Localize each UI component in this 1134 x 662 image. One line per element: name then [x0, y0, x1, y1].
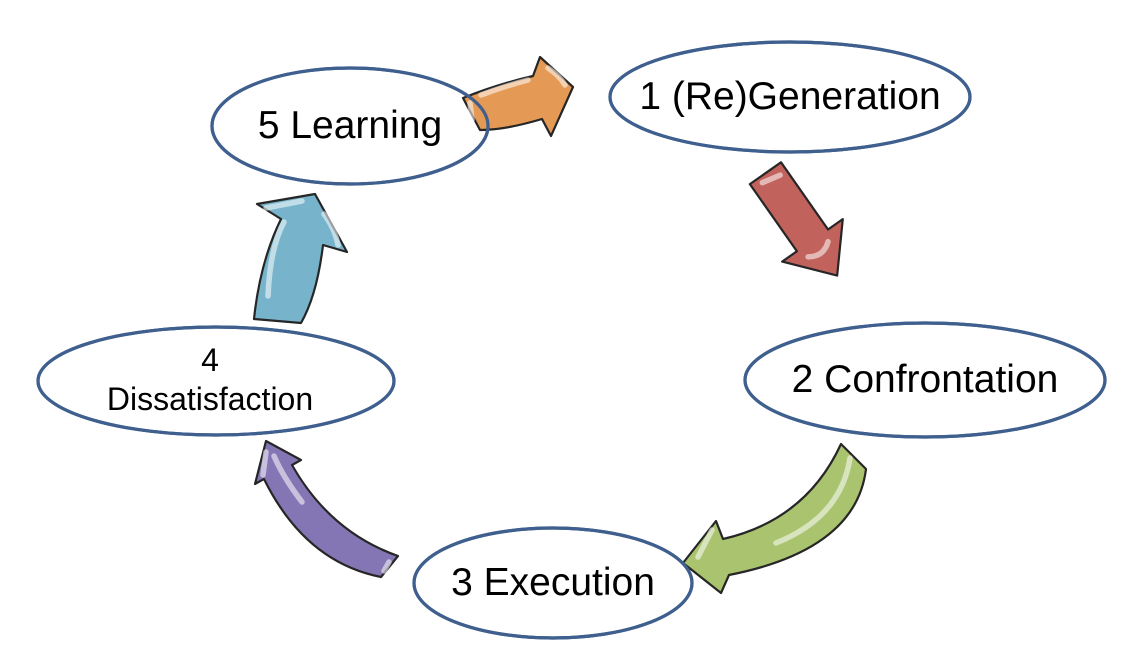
node-outline-learning [210, 66, 490, 186]
node-label-dissatisfaction-line2: Dissatisfaction [107, 381, 313, 417]
arrow-learning-to-regeneration [461, 55, 575, 138]
arrow-dissatisfaction-to-learning-body [252, 192, 349, 325]
cycle-arrows [252, 55, 868, 595]
node-outlines [36, 40, 1107, 640]
arrow-confrontation-to-execution-body [681, 442, 868, 595]
node-outline-regeneration [608, 40, 972, 154]
node-label-learning: 5 Learning [258, 104, 442, 147]
arrow-dissatisfaction-to-learning-gloss [263, 198, 341, 299]
node-labels: 1 (Re)Generation 2 Confrontation 3 Execu… [107, 75, 1058, 604]
arrow-execution-to-dissatisfaction [253, 439, 400, 579]
node-outline-execution [412, 526, 694, 640]
node-label-execution: 3 Execution [451, 561, 655, 604]
arrow-confrontation-to-execution [681, 442, 868, 595]
arrow-regeneration-to-confrontation [748, 161, 844, 277]
arrow-confrontation-to-execution-gloss [695, 455, 853, 560]
arrow-learning-to-regeneration-body [461, 55, 575, 138]
arrow-regeneration-to-confrontation-gloss [759, 172, 831, 260]
arrow-dissatisfaction-to-learning [252, 192, 349, 325]
node-label-dissatisfaction-line1: 4 [201, 342, 219, 378]
node-label-confrontation: 2 Confrontation [792, 358, 1059, 401]
node-outline-dissatisfaction [36, 325, 396, 437]
arrow-learning-to-regeneration-gloss [467, 65, 568, 123]
arrow-regeneration-to-confrontation-body [748, 161, 844, 277]
arrow-execution-to-dissatisfaction-gloss [260, 449, 392, 574]
node-ellipses [36, 40, 1107, 640]
node-outline-confrontation [743, 321, 1107, 439]
node-label-regeneration: 1 (Re)Generation [639, 75, 940, 118]
arrow-execution-to-dissatisfaction-body [253, 439, 400, 579]
